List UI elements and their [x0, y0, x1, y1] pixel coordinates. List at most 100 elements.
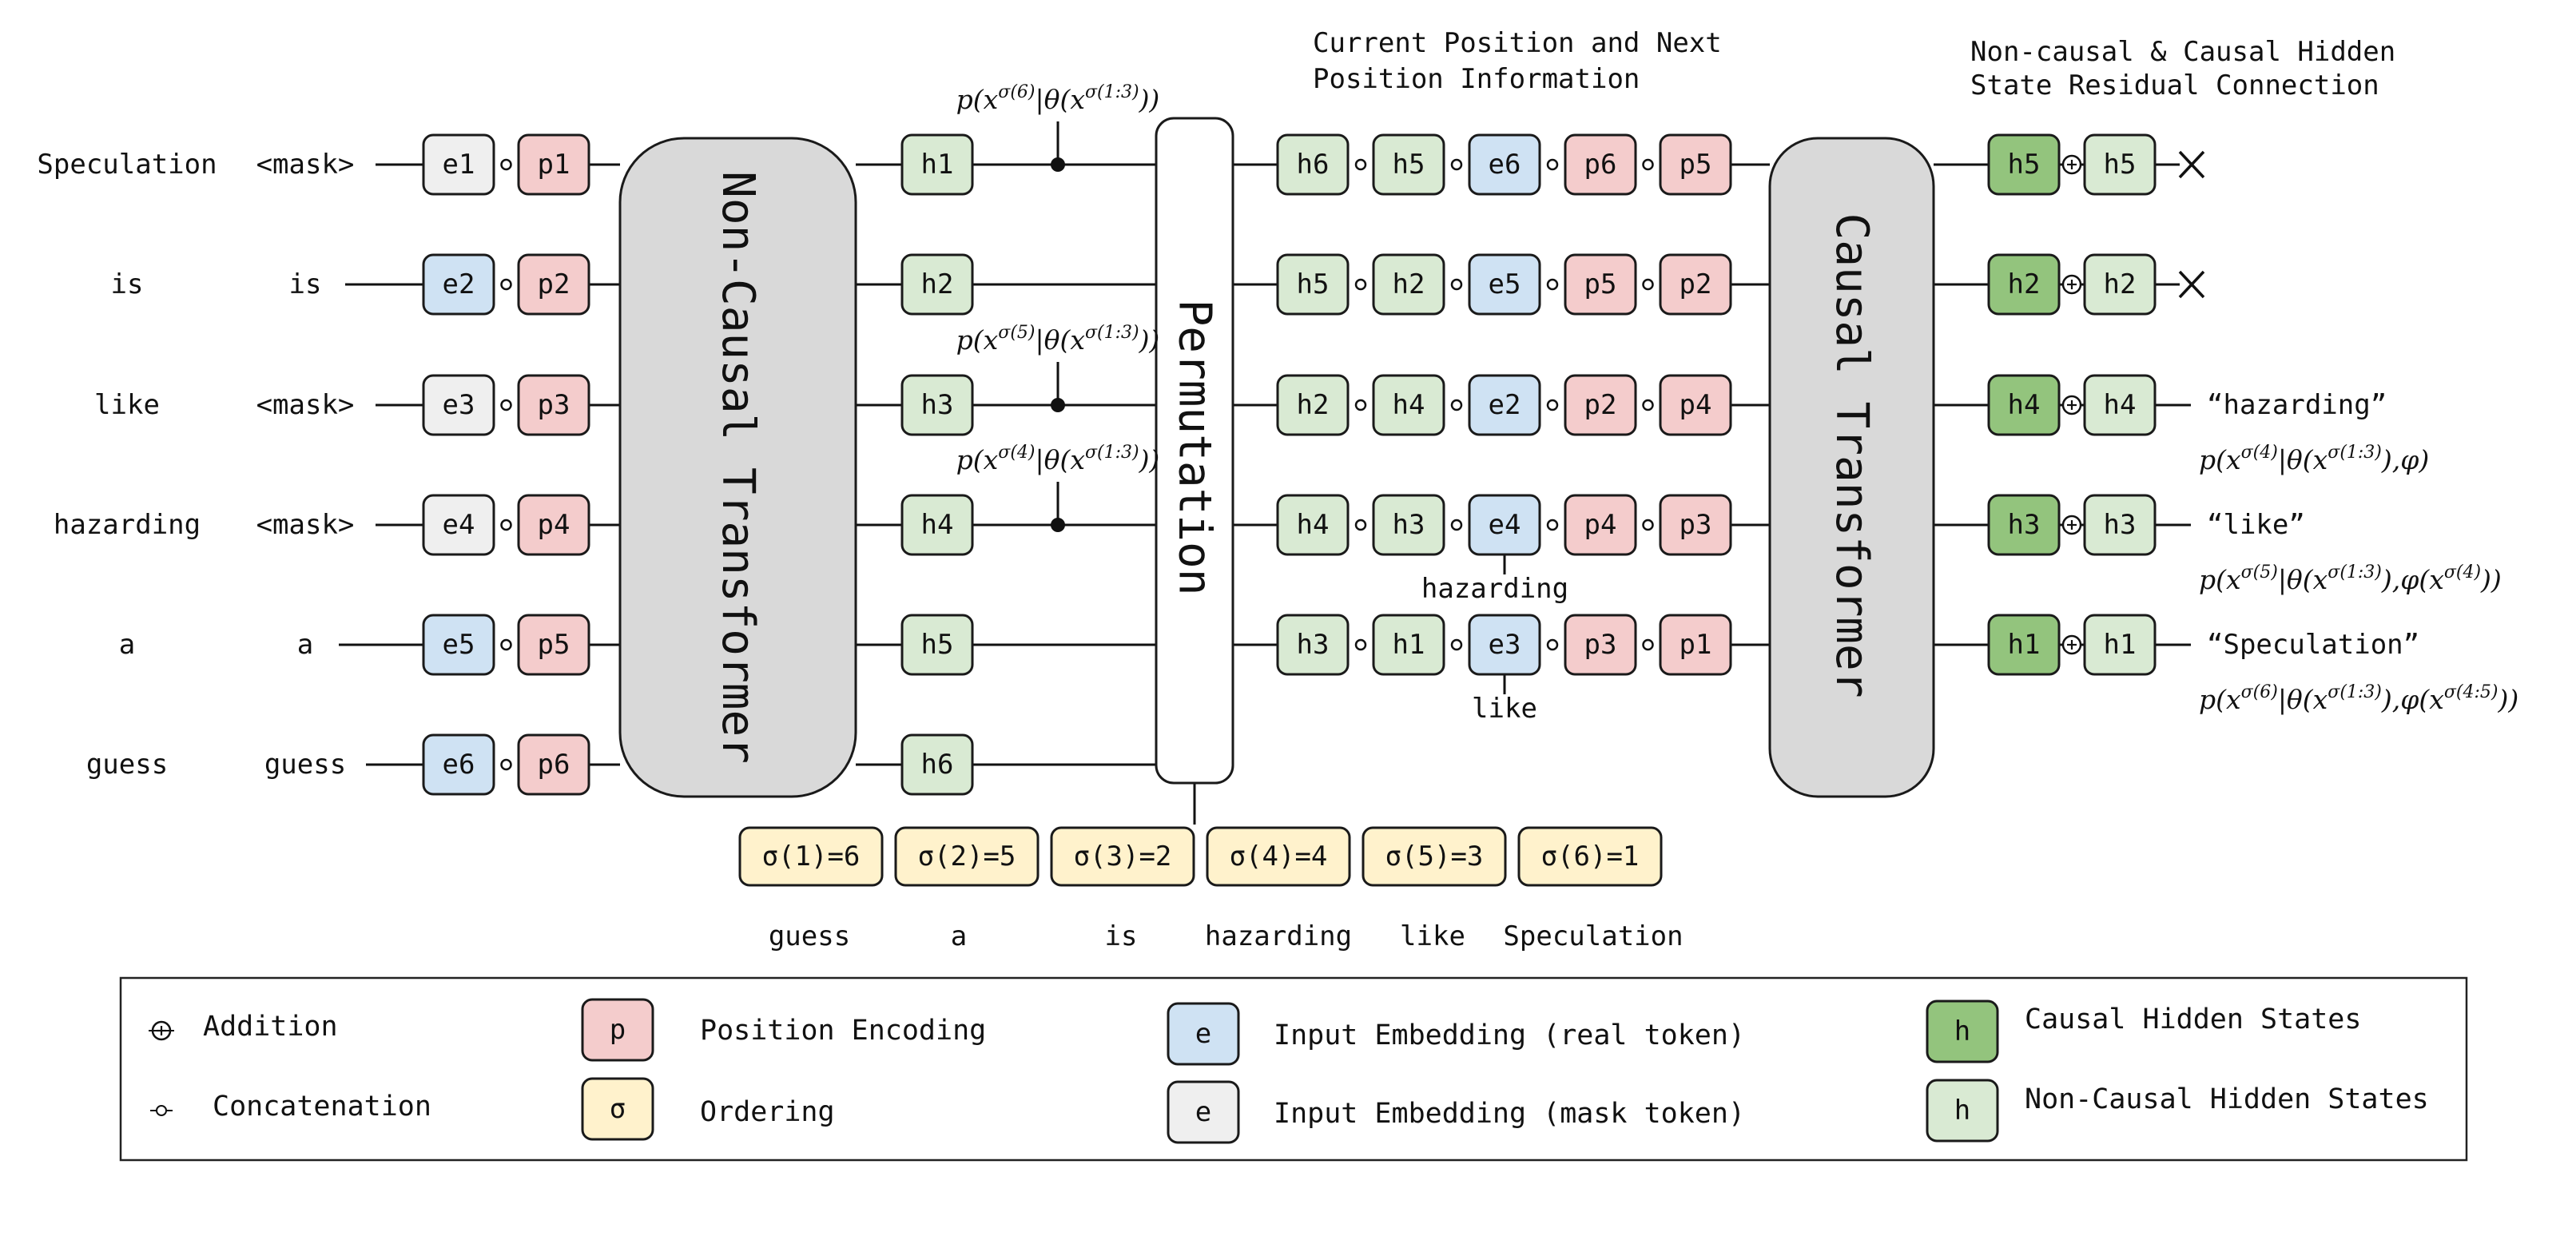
original-token: like [94, 389, 160, 421]
ordering-word: a [951, 920, 967, 952]
addition-icon [2061, 395, 2082, 415]
causal-hidden-node-box [1987, 253, 2061, 316]
concatenation-icon [1642, 399, 1654, 411]
permuted-node-box [1564, 133, 1637, 196]
legend-addition-label: Addition [203, 1011, 338, 1043]
causal-hidden-node: h1 [1987, 614, 2061, 676]
ordering-box [1362, 826, 1507, 887]
middle-heading-line: Current Position and Next [1313, 27, 1722, 59]
permuted-node-label: e6 [1489, 149, 1521, 181]
noncausal-transformer-block [618, 137, 857, 798]
permuted-node: p5 [1659, 133, 1732, 196]
embedding-node-box [422, 253, 495, 316]
embedding-node: e6 [422, 733, 495, 796]
noncausal-hidden-node-label: h4 [921, 509, 954, 541]
concatenation-icon [500, 158, 512, 171]
legend-item-label: Non-Causal Hidden States [2025, 1083, 2429, 1115]
permuted-node: p6 [1564, 133, 1637, 196]
original-token: a [119, 629, 135, 661]
permuted-node-box [1276, 614, 1350, 676]
permuted-node: p3 [1659, 494, 1732, 556]
concatenation-icon [500, 638, 512, 651]
noncausal-hidden-node-label: h2 [921, 268, 954, 300]
ordering-box [1050, 826, 1195, 887]
noncausal-hidden-node: h2 [900, 253, 974, 316]
concatenation-icon [1354, 278, 1367, 291]
permuted-node-box [1372, 494, 1445, 556]
permuted-node-box [1276, 374, 1350, 436]
permuted-node-box [1372, 614, 1445, 676]
position-node: p3 [517, 374, 590, 436]
noncausal-transformer-label: Non-Causal Transformer [712, 171, 764, 764]
discard-x-icon [2178, 270, 2205, 299]
ordering-word: guess [769, 920, 850, 952]
noncausal-hidden-node: h5 [900, 614, 974, 676]
prediction-dot [1051, 518, 1065, 532]
permuted-node: p2 [1564, 374, 1637, 436]
ordering-box [1206, 826, 1351, 887]
permuted-node-label: h2 [1297, 389, 1330, 421]
predicted-token: “hazarding” [2207, 389, 2387, 421]
noncausal-hidden-node-box [900, 614, 974, 676]
permuted-node-label: h5 [1393, 149, 1425, 181]
permuted-node-box [1659, 374, 1732, 436]
permuted-node-box [1276, 253, 1350, 316]
permuted-node-label: p3 [1584, 629, 1617, 661]
permuted-node: h5 [1372, 133, 1445, 196]
permuted-node-label: p2 [1584, 389, 1617, 421]
permuted-node-label: e2 [1489, 389, 1521, 421]
permuted-node: p4 [1659, 374, 1732, 436]
legend-swatch-glyph: h [1954, 1095, 1970, 1127]
ordering-node: σ(4)=4 [1206, 826, 1351, 887]
prediction-formula: p(xσ(6)|θ(xσ(1:3))) [956, 82, 1160, 115]
residual-noncausal-node: h5 [2083, 133, 2157, 196]
legend-swatch [1926, 1079, 1999, 1143]
concatenation-icon [1450, 399, 1463, 411]
legend-item-label: Input Embedding (mask token) [1274, 1098, 1745, 1130]
legend-swatch-glyph: p [610, 1014, 626, 1046]
legend-item: h Non-Causal Hidden States [1926, 1079, 2429, 1143]
ordering-label: σ(1)=6 [762, 841, 861, 872]
input-token: a [297, 629, 313, 661]
position-node-label: p2 [538, 268, 570, 300]
embedding-node-label: e5 [443, 629, 475, 661]
permuted-node-label: p4 [1680, 389, 1712, 421]
concatenation-icon [1450, 278, 1463, 291]
output-formula: p(xσ(6)|θ(xσ(1:3)),φ(xσ(4:5))) [2199, 682, 2518, 715]
permuted-node-box [1372, 253, 1445, 316]
ordering-box [1517, 826, 1663, 887]
position-node-box [517, 253, 590, 316]
permuted-node-label: h6 [1297, 149, 1330, 181]
legend-swatch-glyph: e [1195, 1096, 1211, 1128]
causal-hidden-node-box [1987, 494, 2061, 556]
prediction-formula: p(xσ(5)|θ(xσ(1:3))) [956, 323, 1160, 356]
permuted-node-box [1659, 494, 1732, 556]
concatenation-icon [1546, 278, 1559, 291]
permuted-node: h3 [1372, 494, 1445, 556]
noncausal-hidden-node-box [900, 494, 974, 556]
permuted-node: h1 [1372, 614, 1445, 676]
ordering-node: σ(1)=6 [738, 826, 884, 887]
permuted-node-label: h5 [1297, 268, 1330, 300]
residual-noncausal-node-box [2083, 494, 2157, 556]
concatenation-icon [500, 399, 512, 411]
permuted-node: p4 [1564, 494, 1637, 556]
addition-icon [2061, 515, 2082, 535]
position-node-box [517, 374, 590, 436]
embedding-node-box [422, 614, 495, 676]
ordering-node: σ(5)=3 [1362, 826, 1507, 887]
causal-hidden-node-box [1987, 374, 2061, 436]
legend-item: e Input Embedding (mask token) [1167, 1080, 1745, 1144]
causal-hidden-node: h3 [1987, 494, 2061, 556]
legend-swatch-glyph: e [1195, 1018, 1211, 1050]
embedding-node: e1 [422, 133, 495, 196]
causal-hidden-node: h2 [1987, 253, 2061, 316]
causal-hidden-node: h5 [1987, 133, 2061, 196]
ordering-word: hazarding [1205, 920, 1352, 952]
residual-noncausal-node-label: h1 [2104, 629, 2137, 661]
ordering-word: is [1105, 920, 1138, 952]
embedding-node: e3 [422, 374, 495, 436]
noncausal-hidden-node-label: h1 [921, 149, 954, 181]
permuted-node: h2 [1276, 374, 1350, 436]
